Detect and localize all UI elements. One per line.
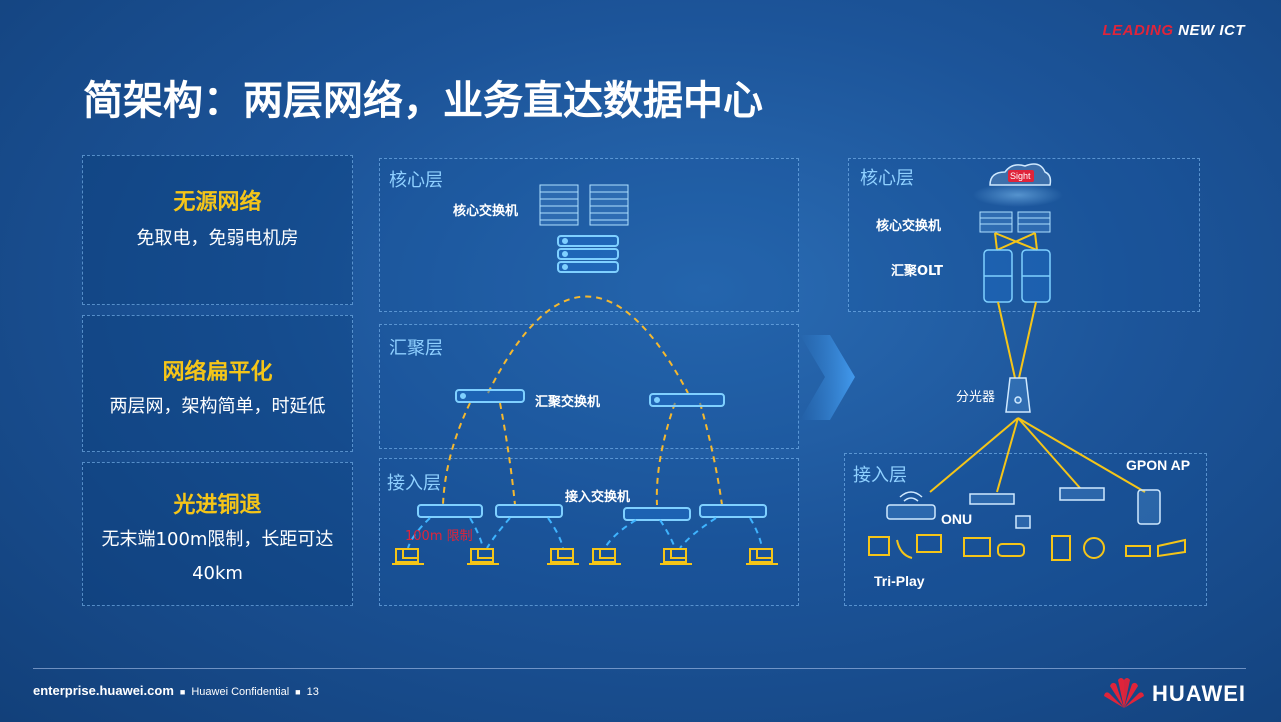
switch-icon <box>979 211 1013 233</box>
laptop-icon <box>660 548 692 565</box>
feature-card-fiber: 光进铜退 无末端100m限制，长距可达 40km <box>82 462 353 606</box>
switch-icon <box>495 504 563 518</box>
footer-separator: ■ <box>179 687 186 697</box>
onu-label: ONU <box>941 511 973 527</box>
laptop-icon <box>547 548 579 565</box>
camera-icon <box>1157 538 1186 558</box>
cloud-icon <box>973 163 1063 207</box>
left-access-panel <box>379 458 799 606</box>
feature-card-flat: 网络扁平化 两层网，架构简单，时延低 <box>82 315 353 452</box>
distance-limit-label: 100m 限制 <box>405 529 473 544</box>
pc-icon <box>868 536 890 556</box>
switch-icon <box>417 504 483 518</box>
switch-icon <box>1059 487 1105 501</box>
building-icon <box>1051 535 1071 561</box>
footer-separator: ■ <box>295 687 301 697</box>
feature-card-passive: 无源网络 免取电，免弱电机房 <box>82 155 353 305</box>
switch-icon <box>1017 211 1051 233</box>
footer-page-number: 13 <box>306 686 319 698</box>
gpon-ap-label: GPON AP <box>1126 457 1191 473</box>
olt-label: 汇聚OLT <box>891 264 944 279</box>
right-endpoints <box>868 534 1186 561</box>
brand-tagline-new-ict: NEW ICT <box>1173 22 1245 39</box>
switch-icon <box>623 507 691 521</box>
car-icon <box>997 543 1025 557</box>
laptop-icon <box>467 548 499 565</box>
brand-tagline-leading: LEADING <box>1102 22 1174 39</box>
left-access-layer-label: 接入层 <box>387 473 441 494</box>
right-core-cross-links <box>994 232 1038 251</box>
cloud-label: Sight <box>1010 171 1031 181</box>
olt-splitter-links <box>997 301 1037 379</box>
footer-confidential: Huawei Confidential <box>191 686 290 698</box>
feature-desc: 无末端100m限制，长距可达 <box>101 529 334 550</box>
ap-icon <box>1137 489 1161 525</box>
footer-site: enterprise.huawei.com <box>33 683 174 698</box>
core-switch-stack-icon <box>557 235 619 273</box>
feature-title: 无源网络 <box>173 190 262 215</box>
feature-title: 光进铜退 <box>173 493 262 518</box>
feature-desc: 两层网，架构简单，时延低 <box>109 396 326 417</box>
right-access-devices <box>886 487 1161 529</box>
feature-desc-line2: 40km <box>192 563 243 584</box>
access-switch-label: 接入交换机 <box>565 490 631 505</box>
feature-desc: 免取电，免弱电机房 <box>136 228 299 249</box>
switch-icon <box>455 389 525 403</box>
laptop-icon <box>746 548 778 565</box>
server-rack-icon <box>589 184 629 226</box>
brand-tagline: LEADING NEW ICT <box>1103 22 1246 39</box>
feature-title: 网络扁平化 <box>162 360 273 385</box>
wifi-router-icon <box>886 491 936 520</box>
storage-icon <box>963 537 991 557</box>
tri-play-label: Tri-Play <box>874 573 925 589</box>
footer-divider <box>33 668 1246 669</box>
right-core-layer-label: 核心层 <box>860 168 914 189</box>
phone-icon <box>896 539 913 559</box>
huawei-wordmark: HUAWEI <box>1152 681 1246 706</box>
right-access-panel <box>844 453 1207 606</box>
left-uplinks <box>442 295 723 506</box>
gear-icon <box>1083 537 1105 559</box>
switch-icon <box>699 504 767 518</box>
right-core-switches <box>979 211 1051 233</box>
left-endpoints <box>392 548 778 565</box>
access-switches <box>417 504 767 521</box>
slide-title: 简架构：两层网络，业务直达数据中心 <box>83 78 763 124</box>
splitter-label: 分光器 <box>956 390 996 405</box>
transition-arrow-icon <box>800 335 855 420</box>
switch-icon <box>969 493 1031 529</box>
server-rack-icon <box>539 184 579 226</box>
router-icon <box>1125 545 1151 557</box>
aggregation-switch-label: 汇聚交换机 <box>535 395 601 410</box>
laptop-icon <box>392 548 424 565</box>
left-aggregation-layer-label: 汇聚层 <box>389 338 443 359</box>
core-switch-label: 核心交换机 <box>453 204 519 219</box>
splitter-icon <box>1005 377 1031 413</box>
left-access-links <box>407 517 763 549</box>
right-access-layer-label: 接入层 <box>853 465 907 486</box>
splitter-fanout-links <box>929 417 1146 493</box>
right-olts <box>983 249 1051 303</box>
laptop-icon <box>589 548 621 565</box>
left-aggregation-panel <box>379 324 799 449</box>
switch-icon <box>649 393 725 407</box>
left-core-layer-label: 核心层 <box>389 170 443 191</box>
footer: enterprise.huawei.com ■ Huawei Confidentia… <box>33 683 319 698</box>
huawei-logo-icon <box>1104 678 1144 708</box>
right-core-switch-label: 核心交换机 <box>876 219 942 234</box>
tv-icon <box>916 534 942 553</box>
